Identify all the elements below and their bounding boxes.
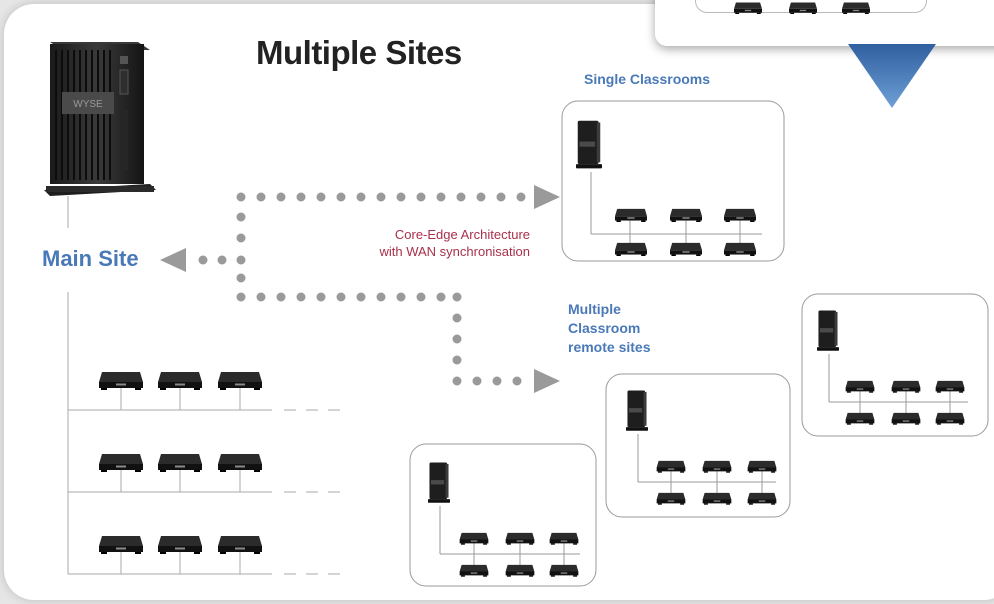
thin-client-terminal-icon	[935, 412, 965, 425]
thin-client-terminal-icon	[845, 380, 875, 393]
thin-client-terminal-icon	[724, 208, 756, 222]
zoom-callout-panel	[655, 0, 994, 46]
thin-client-terminal-icon	[99, 536, 143, 554]
thin-client-terminal-icon	[842, 2, 870, 14]
thin-client-terminal-icon	[549, 532, 579, 545]
remote-site-box	[801, 293, 989, 437]
main-site-branches	[68, 386, 272, 575]
thin-client-terminal-icon	[158, 536, 202, 554]
thin-client-terminal-icon	[218, 372, 262, 390]
remote-site-box	[409, 443, 597, 587]
thin-client-terminal-icon	[789, 2, 817, 14]
multiple-remote-line-3: remote sites	[568, 339, 651, 355]
thin-client-terminal-icon	[670, 242, 702, 256]
arrow-right-icon	[534, 369, 560, 393]
thin-client-terminal-icon	[747, 492, 777, 505]
thin-client-terminal-icon	[891, 412, 921, 425]
thin-client-terminal-icon	[505, 564, 535, 577]
thin-client-tower-icon	[817, 310, 839, 351]
thin-client-terminal-icon	[505, 532, 535, 545]
thin-client-terminal-icon	[670, 208, 702, 222]
site-boxes	[409, 100, 989, 587]
thin-client-terminal-icon	[935, 380, 965, 393]
arrow-left-icon	[160, 248, 186, 272]
thin-client-terminal-icon	[734, 2, 762, 14]
main-site-label: Main Site	[42, 246, 139, 271]
main-site-server: WYSE	[44, 42, 156, 196]
thin-client-tower-icon	[576, 120, 602, 169]
classroom-single	[576, 120, 762, 256]
thin-client-terminal-icon	[702, 460, 732, 473]
callout-pointer	[848, 44, 936, 108]
single-classrooms-label: Single Classrooms	[584, 71, 711, 87]
classroom-remote-right	[817, 310, 968, 425]
thin-client-terminal-icon	[656, 492, 686, 505]
thin-client-terminal-icon	[218, 454, 262, 472]
thin-client-terminal-icon	[747, 460, 777, 473]
thin-client-terminal-icon	[158, 372, 202, 390]
architecture-line-1: Core-Edge Architecture	[394, 227, 530, 242]
architecture-line-2: with WAN synchronisation	[379, 244, 530, 259]
thin-client-terminal-icon	[656, 460, 686, 473]
classroom-remote-middle	[626, 390, 777, 505]
thin-client-terminal-icon	[99, 454, 143, 472]
thin-client-terminal-icon	[549, 564, 579, 577]
thin-client-terminal-icon	[845, 412, 875, 425]
main-site-dashed-extensions	[284, 409, 348, 575]
classroom-remote-bottom	[428, 462, 580, 577]
thin-client-terminal-icon	[891, 380, 921, 393]
multiple-remote-line-1: Multiple	[568, 301, 621, 317]
multiple-remote-sites-label: Multiple Classroom remote sites	[568, 300, 650, 357]
thin-client-terminal-icon	[615, 208, 647, 222]
architecture-annotation: Core-Edge Architecture with WAN synchron…	[320, 226, 530, 260]
thin-client-tower-icon	[428, 462, 450, 503]
thin-client-terminal-icon	[459, 564, 489, 577]
thin-client-terminal-icon	[615, 242, 647, 256]
arrow-right-icon	[534, 185, 560, 209]
thin-client-tower-icon	[626, 390, 648, 431]
thin-client-terminal-icon	[218, 536, 262, 554]
remote-site-box	[605, 373, 791, 518]
thin-client-terminal-icon	[158, 454, 202, 472]
server-brand-label: WYSE	[73, 99, 103, 110]
multiple-remote-line-2: Classroom	[568, 320, 641, 336]
thin-client-terminal-icon	[99, 372, 143, 390]
thin-client-terminal-icon	[702, 492, 732, 505]
wan-dotted-connectors	[198, 192, 526, 386]
callout-terminals	[734, 2, 870, 14]
thin-client-terminal-icon	[459, 532, 489, 545]
thin-client-terminal-icon	[724, 242, 756, 256]
page-title: Multiple Sites	[256, 34, 462, 71]
